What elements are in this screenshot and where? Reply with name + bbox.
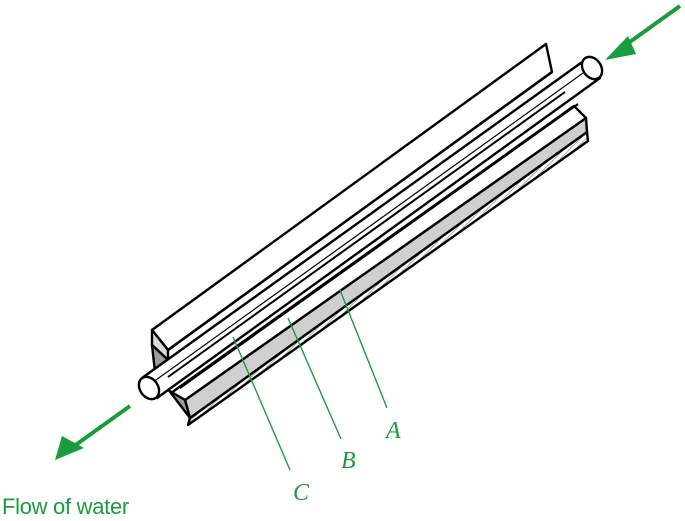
base-plate [169,104,590,427]
back-wall [150,42,554,362]
leader-line-b [287,317,342,440]
leader-line-a [339,289,388,409]
inflow-arrow-icon [605,4,682,60]
outflow-arrow-icon [55,404,132,460]
label-c: C [293,480,310,506]
groove-lines [167,91,579,389]
flow-caption: Flow of water [2,494,129,519]
leader-lines [232,289,388,471]
label-b: B [341,448,356,474]
label-a: A [384,418,401,444]
leader-line-c [232,336,291,471]
